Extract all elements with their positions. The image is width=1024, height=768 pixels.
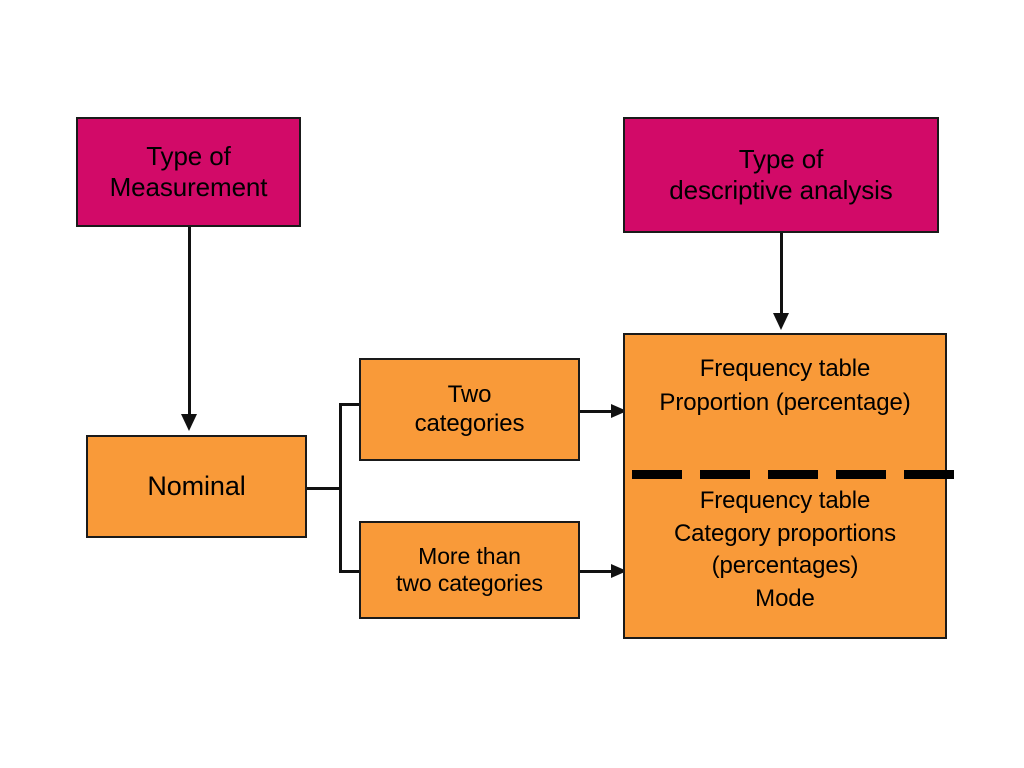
edge-two-categories-to-results-shaft bbox=[580, 410, 615, 413]
node-two-categories: Two categories bbox=[359, 358, 580, 461]
results-divider bbox=[632, 470, 962, 479]
edge-analysis-to-results-arrowhead bbox=[773, 313, 789, 330]
edge-measurement-to-nominal-arrowhead bbox=[181, 414, 197, 431]
edge-more-categories-to-results-shaft bbox=[580, 570, 615, 573]
node-type-of-measurement: Type of Measurement bbox=[76, 117, 301, 227]
node-more-than-two-categories: More than two categories bbox=[359, 521, 580, 619]
results-two-categories-text: Frequency table Proportion (percentage) bbox=[659, 355, 911, 417]
edge-nominal-bracket-spine bbox=[339, 403, 342, 573]
node-nominal: Nominal bbox=[86, 435, 307, 538]
edge-nominal-bracket-top-arm bbox=[339, 403, 361, 406]
edge-nominal-bracket-stem bbox=[307, 487, 342, 490]
node-type-of-descriptive-analysis: Type of descriptive analysis bbox=[623, 117, 939, 233]
edge-measurement-to-nominal-shaft bbox=[188, 227, 191, 416]
results-more-categories-text: Frequency table Category proportions (pe… bbox=[673, 487, 897, 612]
node-analysis-results: Frequency table Proportion (percentage) … bbox=[623, 333, 962, 639]
edge-nominal-bracket-bottom-arm bbox=[339, 570, 361, 573]
edge-analysis-to-results-shaft bbox=[780, 233, 783, 315]
